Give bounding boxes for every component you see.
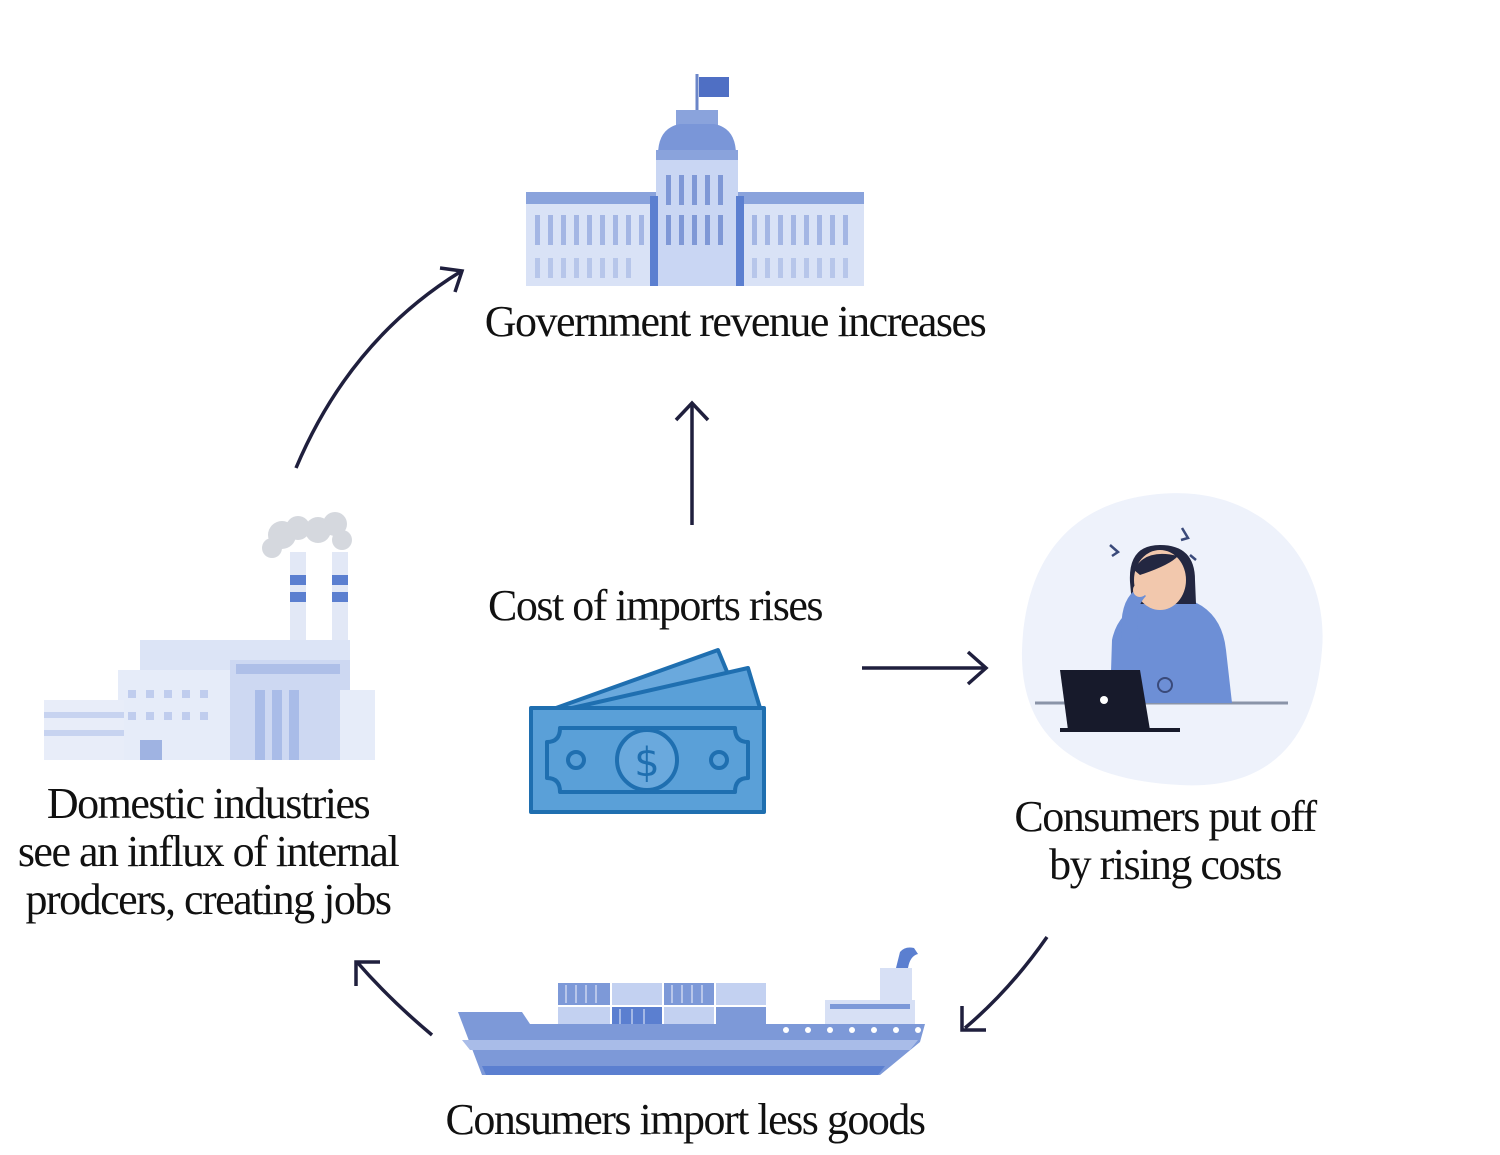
cost-of-imports-label: Cost of imports rises xyxy=(488,581,823,630)
arrowhead xyxy=(960,1006,986,1032)
svg-text:$: $ xyxy=(634,740,659,786)
arrowhead xyxy=(439,266,465,293)
domestic-industries-line-1: Domestic industries xyxy=(46,779,371,828)
consumers-put-off-label: Consumers put off by rising costs xyxy=(995,793,1335,889)
arrowhead xyxy=(354,960,380,986)
consumers-put-off-line-1: Consumers put off xyxy=(1014,792,1317,841)
arrow-ship-to-factory xyxy=(355,960,434,1037)
domestic-industries-label: Domestic industries see an influx of int… xyxy=(8,780,408,924)
domestic-industries-line-2: see an influx of internal xyxy=(17,827,400,876)
arrow-consumer-to-ship xyxy=(963,935,1049,1030)
import-less-goods-label: Consumers import less goods xyxy=(445,1095,926,1144)
arrowhead xyxy=(674,400,710,422)
government-revenue-label: Government revenue increases xyxy=(484,297,987,346)
arrowhead xyxy=(966,650,989,686)
arrow-factory-to-government xyxy=(294,270,461,469)
domestic-industries-line-3: prodcers, creating jobs xyxy=(25,875,392,924)
consumers-put-off-line-2: by rising costs xyxy=(1049,840,1282,889)
